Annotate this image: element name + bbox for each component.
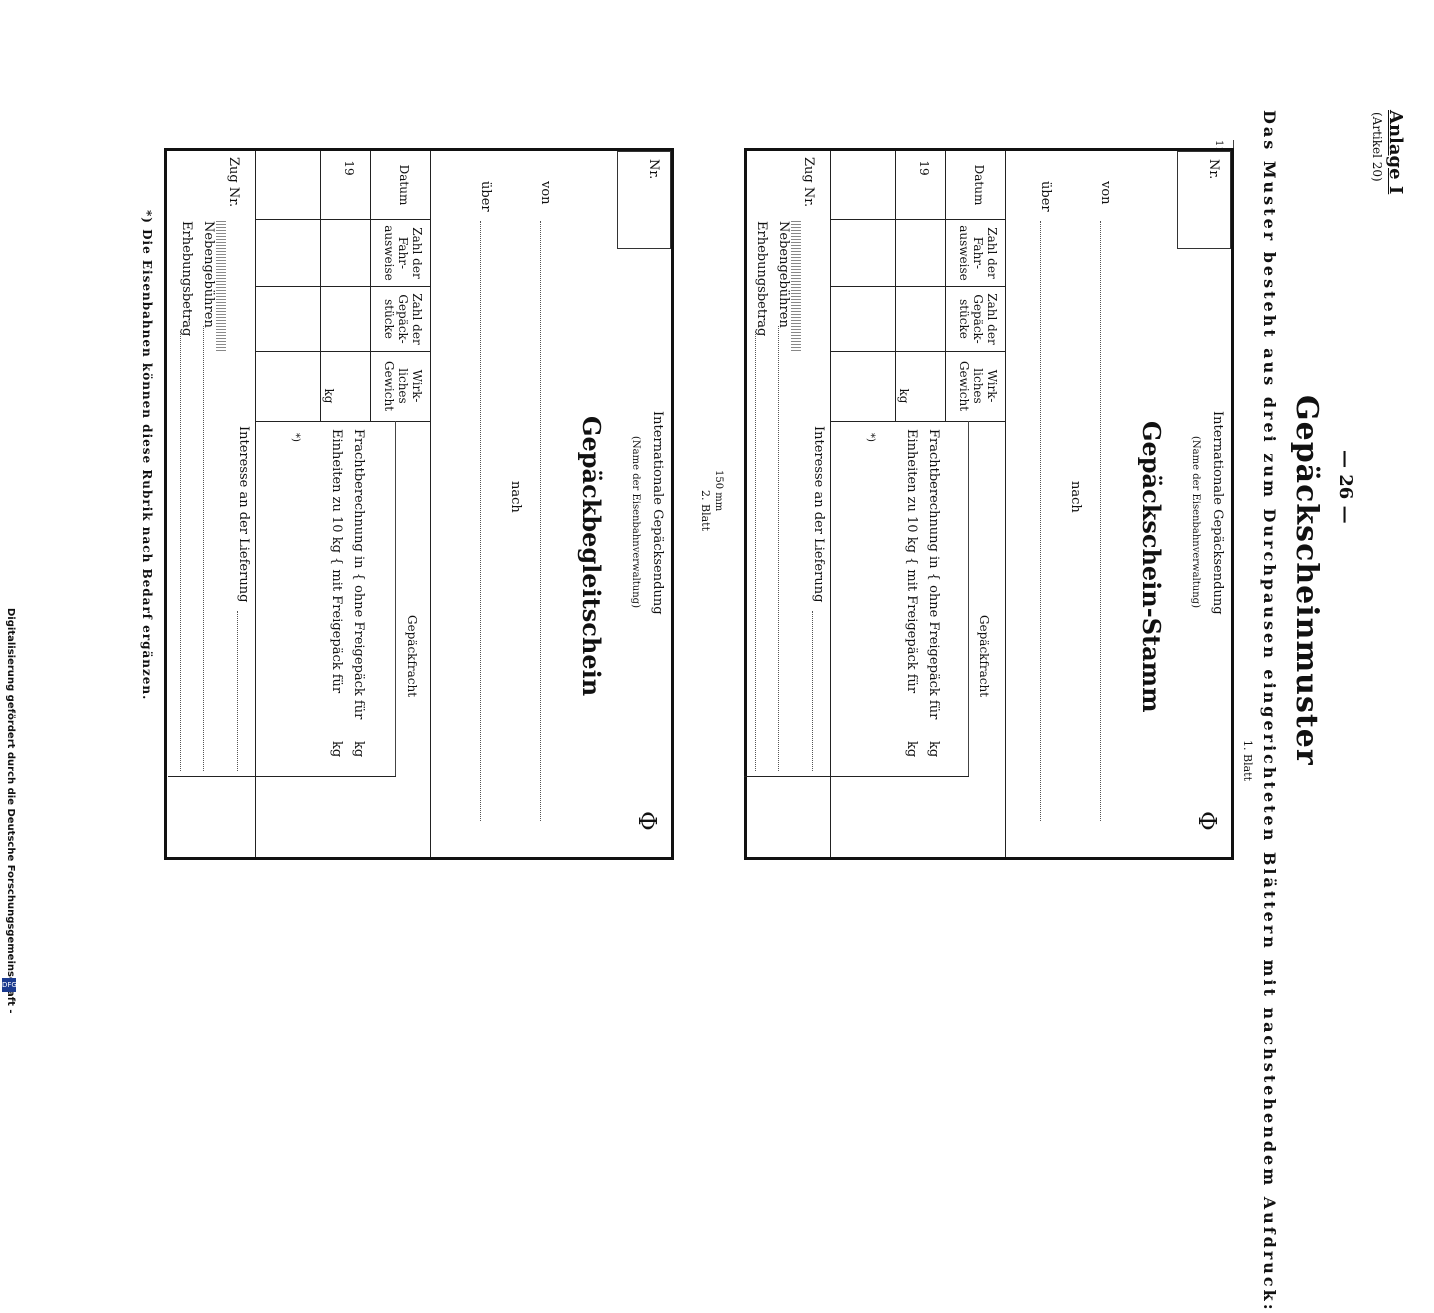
form2-asterisk: *): [290, 433, 301, 442]
form1-nr-box: [1177, 151, 1231, 249]
form2-col4: [256, 421, 431, 422]
form2-col-gepaeckstuecke: Zahl der Gepäck-stücke: [382, 293, 424, 345]
form1-col-fahrausweise: Zahl der Fahr-ausweise: [957, 225, 999, 281]
form1-col-gewicht: Wirk-liches Gewicht: [957, 360, 999, 412]
artikel-reference: (Artikel 20): [1370, 112, 1384, 182]
form2-year: 19: [342, 160, 356, 176]
form2-fracht-line1: Frachtberechnung in { ohne Freigepäck fü…: [351, 429, 366, 720]
form2-line2: (Name der Eisenbahnverwaltung): [630, 436, 641, 608]
footnote: *) Die Eisenbahnen können diese Rubrik n…: [140, 210, 154, 701]
form1-interesse-label: Interesse an der Lieferung: [811, 426, 826, 603]
form2-fracht-line2: Einheiten zu 10 kg { mit Freigepäck für: [329, 429, 344, 694]
form2-interesse-dots: [237, 611, 238, 771]
form2-von-label: von: [538, 181, 553, 205]
form2-erhebung-dots: [180, 331, 181, 771]
form2-zug-label: Zug Nr.: [226, 157, 241, 208]
form1-col3: [831, 351, 1006, 352]
form2-erhebungsbetrag-label: Erhebungsbetrag: [179, 221, 194, 337]
form2-nr-box: [617, 151, 671, 249]
form2-hatch-mark: [216, 221, 226, 351]
dfg-logo: DFG: [2, 978, 17, 992]
form1-nach-label: nach: [1068, 481, 1083, 513]
page-number: — 26 —: [1335, 450, 1356, 524]
form2-interesse-label: Interesse an der Lieferung: [236, 426, 251, 603]
form1-von-label: von: [1098, 181, 1113, 205]
form1-fracht-line1: Frachtberechnung in { ohne Freigepäck fü…: [926, 429, 941, 720]
anlage-label: Anlage I: [1385, 110, 1406, 195]
form2-heading: Gepäckbegleitschein: [577, 416, 606, 697]
intro-text: Das Muster besteht aus drei zum Durchpau…: [1260, 110, 1279, 1313]
form1-col1: [831, 219, 1006, 220]
form1-gepaeckschein-stamm: Nr. Internationale Gepäcksendung (Name d…: [744, 148, 1234, 860]
form1-ueber-line: [1040, 221, 1041, 821]
form2-col-gewicht: Wirk-liches Gewicht: [382, 360, 424, 412]
form1-neben-dots: [778, 326, 779, 771]
form2-kg: kg: [322, 388, 336, 404]
form2-col-fahrausweise: Zahl der Fahr-ausweise: [382, 225, 424, 281]
form1-zug-label: Zug Nr.: [801, 157, 816, 208]
credit-text: Digitalisierung gefördert durch die Deut…: [5, 608, 16, 1014]
dimension-length-label: 150 mm: [713, 470, 724, 512]
form1-gepaeckfracht: Gepäckfracht: [977, 614, 991, 698]
form1-asterisk: *): [865, 433, 876, 442]
form1-blatt-label: 1. Blatt: [1241, 740, 1254, 781]
form2-gepaeckfracht: Gepäckfracht: [405, 614, 419, 698]
form2-nach-label: nach: [508, 481, 523, 513]
form1-kg: kg: [897, 388, 911, 404]
form1-col4: [831, 421, 1006, 422]
form1-erhebungsbetrag-label: Erhebungsbetrag: [754, 221, 769, 337]
form1-year: 19: [917, 160, 931, 176]
form2-line1: Internationale Gepäcksendung: [650, 411, 665, 615]
form2-gepaeckbegleitschein: Nr. Internationale Gepäcksendung (Name d…: [164, 148, 674, 860]
form2-col2: [256, 286, 431, 287]
form1-ueber-label: über: [1038, 181, 1053, 212]
form1-kg1: kg: [926, 741, 941, 758]
form2-col-right: [168, 776, 396, 777]
form2-col3: [256, 351, 431, 352]
form1-fracht-line2: Einheiten zu 10 kg { mit Freigepäck für: [904, 429, 919, 694]
form2-von-line: [540, 221, 541, 821]
form1-col-datum: Datum: [972, 164, 986, 206]
form2-kg1: kg: [351, 741, 366, 758]
form1-hatch-mark: [791, 221, 801, 351]
page-title: Gepäckscheinmuster: [1289, 395, 1324, 766]
form2-kg2: kg: [329, 741, 344, 758]
form1-heading: Gepäckschein-Stamm: [1137, 421, 1166, 713]
form1-col2: [831, 286, 1006, 287]
form2-phi-symbol: Φ: [633, 811, 661, 831]
form1-phi-symbol: Φ: [1193, 811, 1221, 831]
form2-nebengebuehren-label: Nebengebühren: [201, 221, 216, 328]
form2-table-top: [430, 151, 431, 857]
form2-ueber-line: [480, 221, 481, 821]
digitization-credit: Digitalisierung gefördert durch die Deut…: [2, 608, 17, 1014]
form2-nr-label: Nr.: [646, 159, 661, 180]
form1-interesse-dots: [812, 611, 813, 771]
form2-row2-sep: [255, 151, 256, 857]
scanned-document-page: Anlage I (Artikel 20) — 26 — Gepäckschei…: [2, 110, 1406, 1313]
form1-table-top: [1005, 151, 1006, 857]
form1-fracht-top: [968, 421, 969, 776]
form1-nr-label: Nr.: [1206, 159, 1221, 180]
form1-von-line: [1100, 221, 1101, 821]
form1-row2-sep: [830, 151, 831, 857]
form1-col-gepaeckstuecke: Zahl der Gepäck-stücke: [957, 293, 999, 345]
form1-nebengebuehren-label: Nebengebühren: [776, 221, 791, 328]
form2-col1: [256, 219, 431, 220]
form1-line1: Internationale Gepäcksendung: [1210, 411, 1225, 615]
form1-line2: (Name der Eisenbahnverwaltung): [1190, 436, 1201, 608]
form2-fracht-top: [395, 421, 396, 776]
form1-kg2: kg: [904, 741, 919, 758]
rotated-page-content: Anlage I (Artikel 20) — 26 — Gepäckschei…: [140, 110, 1406, 1313]
form2-blatt-label: 2. Blatt: [699, 490, 712, 531]
form2-ueber-label: über: [478, 181, 493, 212]
form2-col-datum: Datum: [397, 164, 411, 206]
form1-col-right: [744, 776, 969, 777]
form1-erhebung-dots: [755, 331, 756, 771]
form2-neben-dots: [203, 326, 204, 771]
